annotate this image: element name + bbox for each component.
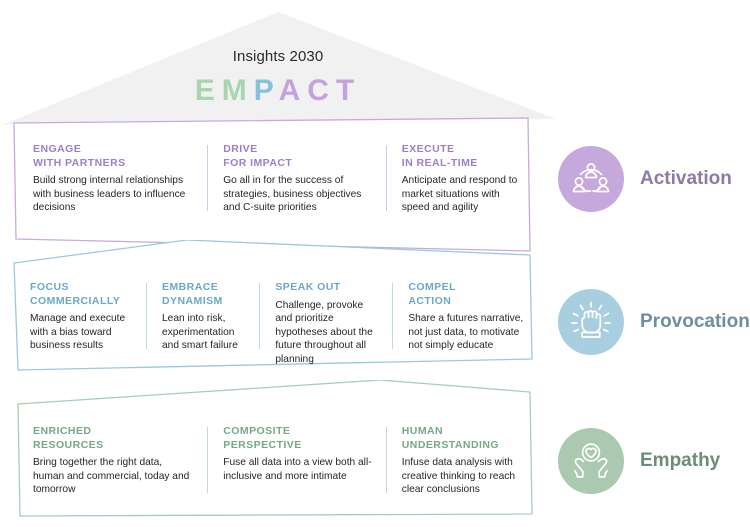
column-blurb: Infuse data analysis with creative think… — [401, 457, 516, 496]
column-divider — [145, 283, 147, 349]
provocation-column-speak-out: SPEAK OUT Challenge, provoke and priorit… — [259, 281, 392, 366]
column-divider — [207, 427, 209, 493]
empact-acronym: EMPACT — [0, 76, 556, 106]
column-blurb: Go all in for the success of strategies,… — [223, 175, 362, 214]
column-divider — [392, 283, 394, 349]
empathy-top-right-edge — [379, 380, 531, 393]
column-divider — [259, 283, 261, 349]
column-divider — [385, 145, 387, 211]
column-kicker: EXECUTE IN REAL-TIME — [401, 143, 478, 169]
provocation-columns: FOCUS COMMERCIALLY Manage and execute wi… — [30, 281, 540, 366]
provocation-column-focus: FOCUS COMMERCIALLY Manage and execute wi… — [30, 281, 146, 366]
column-divider — [385, 427, 387, 493]
column-blurb: Lean into risk, experimentation and smar… — [161, 313, 238, 352]
column-blurb: Manage and execute with a bias toward bu… — [30, 313, 126, 352]
column-blurb: Anticipate and respond to market situati… — [401, 175, 518, 214]
provocation-column-compel: COMPEL ACTION Share a futures narrative,… — [392, 281, 540, 366]
acronym-letter-e: E — [194, 74, 222, 107]
column-kicker: EMBRACE DYNAMISM — [161, 281, 223, 307]
acronym-letter-t: T — [335, 74, 362, 107]
column-kicker: ENRICHED RESOURCES — [33, 425, 104, 451]
column-kicker: DRIVE FOR IMPACT — [223, 143, 293, 169]
empathy-column-enriched: ENRICHED RESOURCES Bring together the ri… — [33, 425, 207, 497]
people-network-icon — [558, 146, 624, 212]
column-blurb: Bring together the right data, human and… — [33, 457, 190, 496]
empathy-column-composite: COMPOSITE PERSPECTIVE Fuse all data into… — [207, 425, 386, 497]
acronym-letter-p: P — [253, 74, 279, 107]
pillar-provocation[interactable]: Provocation — [558, 289, 750, 355]
acronym-letter-m: M — [221, 74, 254, 107]
pillar-activation[interactable]: Activation — [558, 146, 732, 212]
column-kicker: HUMAN UNDERSTANDING — [401, 425, 499, 451]
activation-column-execute: EXECUTE IN REAL-TIME Anticipate and resp… — [385, 143, 533, 215]
pillar-label: Provocation — [640, 311, 750, 332]
activation-column-drive: DRIVE FOR IMPACT Go all in for the succe… — [207, 143, 386, 215]
column-blurb: Fuse all data into a view both all-inclu… — [223, 457, 372, 482]
empathy-columns: ENRICHED RESOURCES Bring together the ri… — [33, 425, 533, 497]
acronym-letter-a: A — [278, 74, 308, 107]
column-kicker: ENGAGE WITH PARTNERS — [33, 143, 126, 169]
activation-columns: ENGAGE WITH PARTNERS Build strong intern… — [33, 143, 533, 215]
column-blurb: Challenge, provoke and prioritize hypoth… — [275, 299, 373, 365]
pillar-empathy[interactable]: Empathy — [558, 428, 720, 494]
pillar-label: Empathy — [640, 450, 721, 471]
page-title: Insights 2030 — [232, 48, 324, 65]
hands-heart-icon — [558, 428, 624, 494]
column-kicker: COMPOSITE PERSPECTIVE — [223, 425, 302, 451]
roof-shape — [2, 12, 556, 125]
roof-triangle — [2, 12, 556, 125]
acronym-letter-c: C — [307, 74, 336, 107]
column-kicker: COMPEL ACTION — [408, 281, 456, 307]
provocation-top-right-edge — [186, 240, 531, 256]
column-blurb: Build strong internal relationships with… — [33, 175, 186, 214]
activation-column-engage: ENGAGE WITH PARTNERS Build strong intern… — [33, 143, 207, 215]
pillar-label: Activation — [640, 168, 732, 189]
provocation-column-embrace: EMBRACE DYNAMISM Lean into risk, experim… — [145, 281, 259, 366]
column-blurb: Share a futures narrative, not just data… — [408, 313, 524, 352]
column-divider — [207, 145, 209, 211]
empathy-column-human: HUMAN UNDERSTANDING Infuse data analysis… — [385, 425, 533, 497]
column-kicker: FOCUS COMMERCIALLY — [30, 281, 121, 307]
column-kicker: SPEAK OUT — [275, 281, 341, 293]
raised-fist-icon — [558, 289, 624, 355]
